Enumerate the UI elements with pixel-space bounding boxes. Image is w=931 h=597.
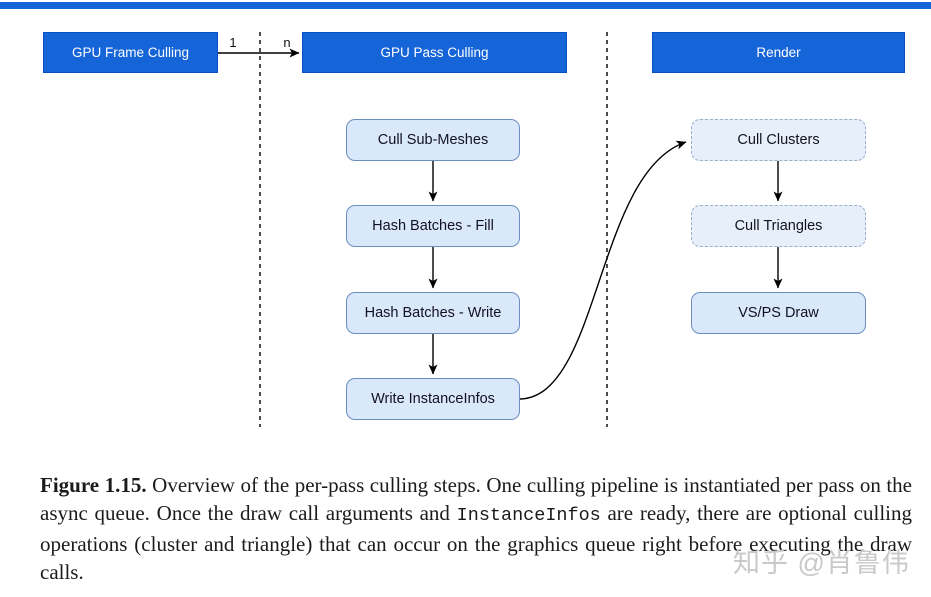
step-write-instanceinfos: Write InstanceInfos	[346, 378, 520, 420]
header-gpu-frame-culling: GPU Frame Culling	[43, 32, 218, 73]
step-cull-clusters: Cull Clusters	[691, 119, 866, 161]
zhihu-watermark: 知乎 @肖鲁伟	[733, 548, 910, 578]
figure-caption: Figure 1.15. Overview of the per-pass cu…	[40, 471, 912, 586]
header-gpu-pass-culling: GPU Pass Culling	[302, 32, 567, 73]
edge-label-n: n	[283, 35, 290, 50]
step-cull-triangles: Cull Triangles	[691, 205, 866, 247]
top-border-strip	[0, 2, 931, 9]
step-hash-batches-fill: Hash Batches - Fill	[346, 205, 520, 247]
figure-caption-label: Figure 1.15.	[40, 473, 147, 497]
edge-label-one: 1	[229, 35, 236, 50]
step-hash-batches-write: Hash Batches - Write	[346, 292, 520, 334]
step-cull-sub-meshes: Cull Sub-Meshes	[346, 119, 520, 161]
figure-caption-text-1: Overview of the per-pass culling steps. …	[40, 473, 913, 525]
arrow-instanceinfos-to-clusters	[519, 140, 687, 400]
header-render: Render	[652, 32, 905, 73]
figure-caption-code: InstanceInfos	[456, 505, 601, 526]
figure-caption-text-2: are ready, there are optional culling op…	[40, 501, 912, 584]
step-vsps-draw: VS/PS Draw	[691, 292, 866, 334]
